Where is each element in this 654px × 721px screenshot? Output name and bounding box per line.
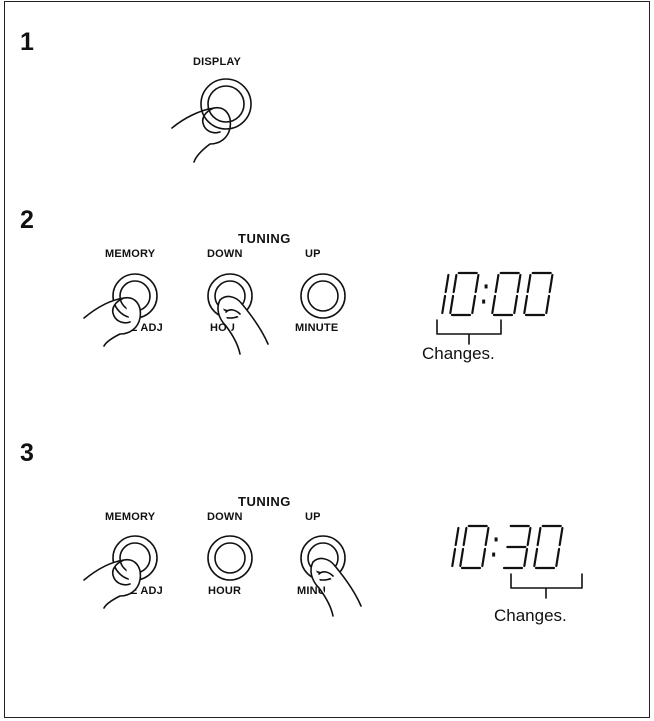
lcd-segment — [523, 547, 529, 568]
display-button-label: DISPLAY — [193, 56, 242, 68]
lcd-colon-dot — [484, 284, 488, 289]
lcd-segment — [484, 526, 490, 547]
lcd-segment — [494, 273, 500, 294]
lcd-segment — [471, 294, 477, 315]
lcd-segment — [533, 547, 539, 568]
lcd-segment — [449, 294, 455, 315]
lcd-segment — [459, 547, 465, 568]
lcd-segment — [451, 547, 457, 568]
time-display — [451, 524, 564, 570]
lcd-segment — [516, 273, 522, 294]
lcd-segment — [491, 294, 497, 315]
lcd-segment — [481, 547, 487, 568]
finger-icon — [83, 558, 142, 609]
lcd-colon-dot — [492, 552, 496, 557]
time-adj-label: E ADJ — [130, 585, 163, 597]
lcd-segment — [545, 294, 551, 315]
changes-bracket — [510, 573, 583, 599]
tuning-up-label: UP — [305, 248, 321, 260]
lcd-segment — [441, 294, 447, 315]
finger-icon — [217, 295, 269, 355]
lcd-colon-dot — [482, 299, 486, 304]
display-button — [200, 78, 252, 130]
lcd-segment — [548, 273, 554, 294]
tuning-up-label: UP — [305, 511, 321, 523]
changes-note: Changes. — [422, 344, 495, 363]
lcd-segment — [444, 273, 450, 294]
lcd-segment — [526, 273, 532, 294]
lcd-segment — [462, 526, 468, 547]
finger-icon — [171, 106, 232, 163]
tuning-down-label: DOWN — [207, 248, 243, 260]
instruction-frame — [4, 1, 650, 718]
lcd-segment — [513, 294, 519, 315]
minute-label: MINUTE — [295, 322, 339, 334]
lcd-segment — [536, 526, 542, 547]
lcd-segment — [523, 294, 529, 315]
changes-note: Changes. — [494, 606, 567, 625]
step-2-number: 2 — [20, 206, 34, 234]
tuning-down-button — [207, 535, 253, 581]
lcd-colon-dot — [494, 537, 498, 542]
tuning-group-label: TUNING — [238, 494, 291, 509]
time-display — [441, 271, 554, 317]
lcd-segment — [474, 273, 480, 294]
lcd-segment — [555, 547, 561, 568]
finger-icon — [310, 557, 362, 617]
memory-button-label: MEMORY — [105, 248, 156, 260]
changes-bracket — [436, 319, 502, 345]
step-3-number: 3 — [20, 439, 34, 467]
tuning-down-label: DOWN — [207, 511, 243, 523]
step-1-number: 1 — [20, 28, 34, 56]
lcd-segment — [558, 526, 564, 547]
lcd-segment — [452, 273, 458, 294]
finger-icon — [83, 296, 142, 347]
lcd-segment — [526, 526, 532, 547]
lcd-segment — [454, 526, 460, 547]
tuning-up-button — [300, 273, 346, 319]
memory-button-label: MEMORY — [105, 511, 156, 523]
hour-label: HOUR — [208, 585, 242, 597]
tuning-group-label: TUNING — [238, 231, 291, 246]
